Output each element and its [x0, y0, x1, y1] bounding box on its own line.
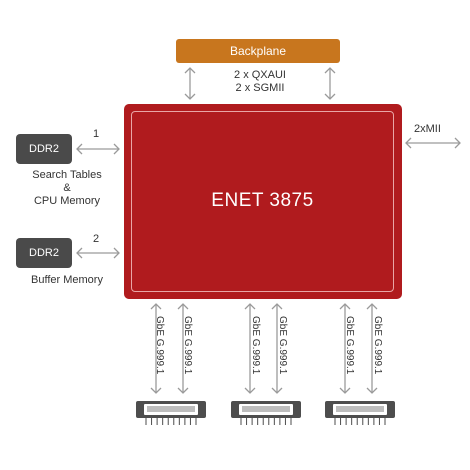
ddr-bottom-link-number: 2 — [93, 233, 100, 245]
ddr2-top-label: DDR2 — [29, 143, 59, 155]
ethernet-port-icon — [231, 401, 301, 425]
ethernet-port-icon — [136, 401, 206, 425]
port-2-arrow-1 — [244, 303, 256, 394]
enet-chip-label: ENET 3875 — [211, 190, 314, 211]
port-1-arrow-2 — [177, 303, 189, 394]
ddr2-buffer-memory: DDR2 — [16, 238, 72, 268]
port-3-link-1-label: GbE G.999.1 — [344, 316, 355, 375]
port-2-arrow-2 — [271, 303, 283, 394]
port-3-link-2-label: GbE G.999.1 — [372, 316, 383, 375]
ddr-top-link-number: 1 — [93, 128, 100, 140]
ddr2-search-memory: DDR2 — [16, 134, 72, 164]
backplane-arrow-right — [324, 67, 336, 100]
ddr-top-caption-line-1: Search Tables — [32, 169, 102, 181]
ddr2-bottom-label: DDR2 — [29, 247, 59, 259]
ddr-bottom-arrow — [76, 247, 120, 259]
ddr-top-caption-line-2: & — [63, 182, 71, 194]
port-2-link-1-label: GbE G.999.1 — [250, 316, 261, 375]
port-3-arrow-1 — [339, 303, 351, 394]
ddr-top-caption: Search Tables & CPU Memory — [12, 169, 122, 208]
ddr-top-caption-line-3: CPU Memory — [33, 195, 100, 207]
port-2-link-2-label: GbE G.999.1 — [277, 316, 288, 375]
right-link-label: 2xMII — [414, 123, 441, 135]
mii-arrow — [405, 137, 461, 149]
ddr-bottom-caption: Buffer Memory — [31, 274, 103, 286]
backplane-link-label: 2 x QXAUI 2 x SGMII — [210, 69, 310, 95]
port-1-link-2-label: GbE G.999.1 — [182, 316, 193, 375]
port-1-arrow-1 — [150, 303, 162, 394]
backplane-link-line-1: 2 x QXAUI — [234, 69, 286, 81]
backplane-arrow-left — [184, 67, 196, 100]
ddr-top-arrow — [76, 143, 120, 155]
backplane-link-line-2: 2 x SGMII — [235, 82, 285, 94]
enet-chip-inner-border — [131, 111, 394, 292]
ethernet-port-icon — [325, 401, 395, 425]
enet-chip — [124, 104, 402, 299]
backplane-box: Backplane — [176, 39, 340, 63]
backplane-label: Backplane — [229, 44, 287, 58]
port-3-arrow-2 — [366, 303, 378, 394]
port-1-link-1-label: GbE G.999.1 — [154, 316, 165, 375]
